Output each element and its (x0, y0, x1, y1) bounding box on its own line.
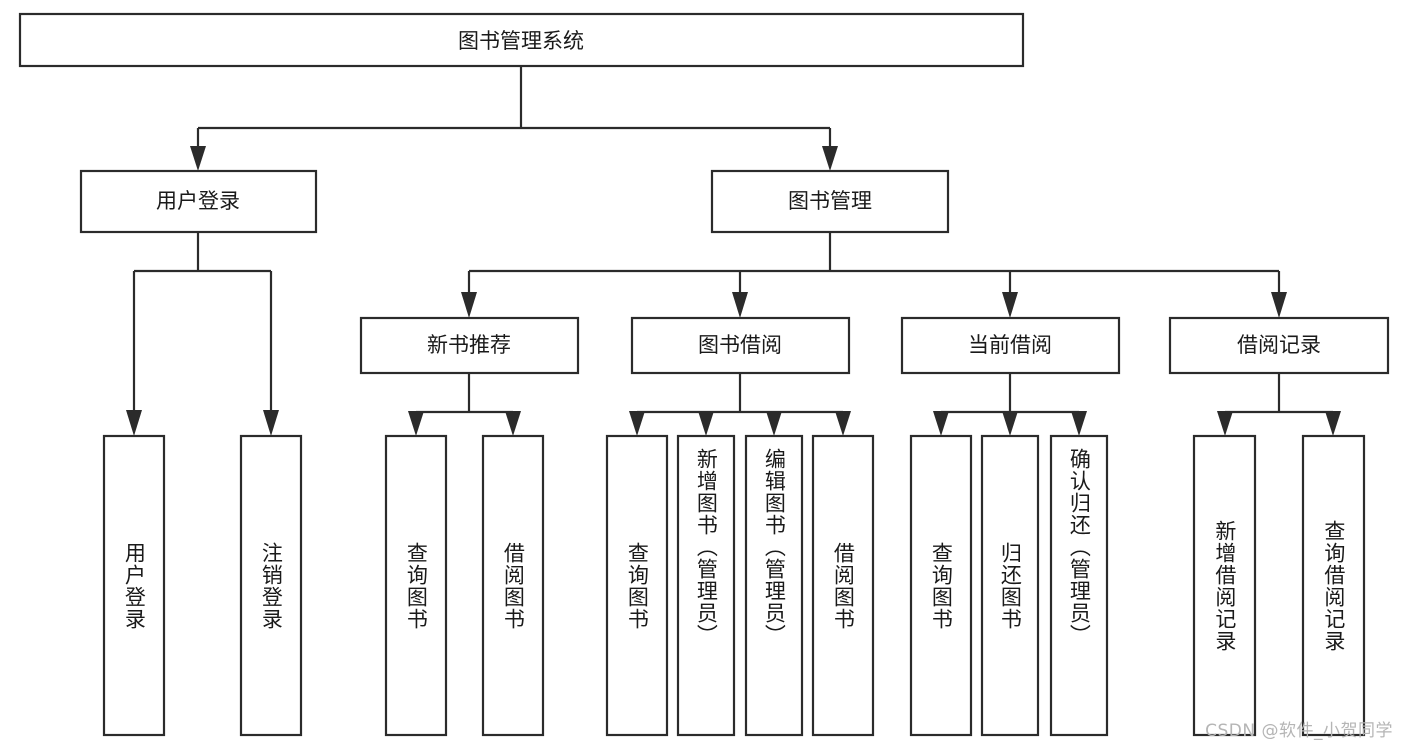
node-borrow-record-label: 借阅记录 (1237, 333, 1321, 357)
arrow-to-leaf-bb-query (629, 411, 645, 436)
arrow-to-leaf-logout (263, 410, 279, 436)
node-new-book-recommend-label: 新书推荐 (427, 333, 511, 357)
arrow-to-leaf-nb-query (408, 411, 424, 436)
node-new-book-recommend[interactable]: 新书推荐 (359, 316, 580, 375)
connectors-group (126, 66, 1341, 436)
connector-borrowrecord-to-leaves (1223, 373, 1335, 418)
arrow-to-leaf-nb-borrow (505, 411, 521, 436)
leaf-box-nb-borrow-book[interactable] (481, 434, 545, 737)
node-root-box[interactable] (18, 12, 1025, 68)
connector-bookborrow-to-leaves (635, 373, 845, 418)
watermark-text: CSDN @软件_小贺同学 (1205, 721, 1393, 741)
leaf-box-bb-borrow-book[interactable] (811, 434, 875, 737)
leaf-boxes-group (102, 434, 1366, 737)
arrow-to-borrow-record (1271, 292, 1287, 318)
node-current-borrow-box[interactable] (900, 316, 1121, 375)
arrow-to-leaf-br-add (1217, 411, 1233, 436)
node-user-login-box[interactable] (79, 169, 318, 234)
leaf-box-br-query-record[interactable] (1301, 434, 1366, 737)
leaf-box-br-add-record[interactable] (1192, 434, 1257, 737)
leaf-box-bb-edit-book[interactable] (744, 434, 804, 737)
node-root[interactable]: 图书管理系统 (18, 12, 1025, 68)
node-book-manage[interactable]: 图书管理 (710, 169, 950, 234)
node-user-login-label: 用户登录 (156, 189, 240, 213)
arrow-to-book-manage (822, 146, 838, 171)
node-current-borrow-label: 当前借阅 (968, 333, 1052, 357)
node-borrow-record-box[interactable] (1168, 316, 1390, 375)
arrow-to-leaf-cb-confirm (1071, 411, 1087, 436)
connector-bookmanage-to-level3 (467, 232, 1281, 296)
arrow-to-leaf-cb-query (933, 411, 949, 436)
arrow-to-current-borrow (1002, 292, 1018, 318)
arrow-to-book-borrow (732, 292, 748, 318)
connector-newbook-to-leaves (414, 373, 515, 418)
connector-root-to-level2 (196, 66, 832, 152)
arrow-to-leaf-cb-return (1002, 411, 1018, 436)
node-book-manage-box[interactable] (710, 169, 950, 234)
node-book-manage-label: 图书管理 (788, 189, 872, 213)
leaf-box-bb-query-book[interactable] (605, 434, 669, 737)
leaf-box-user-login[interactable] (102, 434, 166, 737)
leaf-box-cb-confirm-return[interactable] (1049, 434, 1109, 737)
connector-userlogin-to-leaves (132, 232, 273, 414)
leaf-box-cb-query-book[interactable] (909, 434, 973, 737)
node-book-borrow-box[interactable] (630, 316, 851, 375)
arrow-to-leaf-bb-edit (766, 411, 782, 436)
arrow-to-new-book-recommend (461, 292, 477, 318)
arrow-to-leaf-br-query (1325, 411, 1341, 436)
node-current-borrow[interactable]: 当前借阅 (900, 316, 1121, 375)
arrow-to-leaf-bb-borrow (835, 411, 851, 436)
node-user-login[interactable]: 用户登录 (79, 169, 318, 234)
arrow-to-leaf-user-login (126, 410, 142, 436)
leaf-box-bb-add-book[interactable] (676, 434, 736, 737)
node-book-borrow-label: 图书借阅 (698, 333, 782, 357)
arrow-to-leaf-bb-add (698, 411, 714, 436)
node-book-borrow[interactable]: 图书借阅 (630, 316, 851, 375)
arrow-to-user-login (190, 146, 206, 171)
leaf-box-nb-query-book[interactable] (384, 434, 448, 737)
leaf-box-logout[interactable] (239, 434, 303, 737)
node-root-label: 图书管理系统 (458, 29, 584, 53)
node-new-book-recommend-box[interactable] (359, 316, 580, 375)
node-borrow-record[interactable]: 借阅记录 (1168, 316, 1390, 375)
leaf-box-cb-return-book[interactable] (980, 434, 1040, 737)
